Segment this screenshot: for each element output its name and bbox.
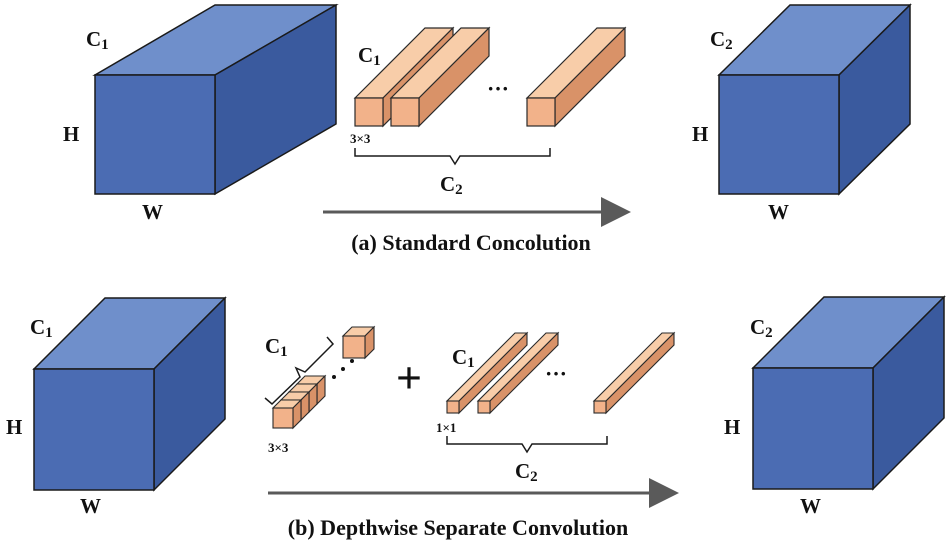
pointwise-count-label: C2 (515, 459, 538, 485)
depthwise-channel-brace (264, 336, 335, 406)
kernel-size-label-a: 3×3 (350, 131, 371, 146)
pointwise-kernel (445, 331, 529, 415)
ellipsis-dot (341, 367, 345, 371)
input-cube-b (32, 296, 227, 492)
kernel-channel-label-a: C1 (358, 43, 381, 69)
input-height-label-b: H (6, 415, 22, 439)
input-width-label-a: W (142, 200, 163, 224)
depthwise-kernel (271, 398, 303, 430)
cube-front-face (94, 74, 216, 195)
pointwise-size-label: 1×1 (436, 420, 456, 435)
kernel-bar (389, 26, 491, 128)
input-width-label-b: W (80, 494, 101, 518)
depthwise-size-label: 3×3 (268, 440, 289, 455)
pointwise-kernel (476, 331, 560, 415)
input-depth-label-a: C1 (86, 27, 109, 53)
output-height-label-b: H (724, 415, 740, 439)
output-cube-b (751, 295, 946, 491)
pointwise-count-brace (446, 436, 608, 454)
input-depth-label-b: C1 (30, 315, 53, 341)
cube-front-face (33, 368, 155, 491)
pointwise-kernel-stack (445, 331, 676, 415)
pointwise-channel-label: C1 (452, 345, 475, 371)
output-depth-label-b: C2 (750, 315, 773, 341)
cube-front-face (752, 367, 874, 490)
kernel-count-brace-a (354, 148, 551, 166)
panel-a: C1 H W C1 ··· 3×3 C2 (63, 3, 912, 255)
caption-b: (b) Depthwise Separate Convolution (288, 515, 628, 540)
output-cube-a (717, 3, 912, 196)
ellipsis-dot (350, 359, 354, 363)
depthwise-kernel-stack (271, 325, 376, 430)
kernel-stack-a (353, 26, 627, 128)
output-width-label-a: W (768, 200, 789, 224)
ellipsis-dot (332, 375, 336, 379)
output-depth-label-a: C2 (710, 27, 733, 53)
cube-front-face (718, 74, 840, 195)
pointwise-ellipsis: ··· (545, 361, 567, 386)
depthwise-kernel (341, 325, 376, 360)
kernel-ellipsis-a: ··· (487, 76, 509, 101)
depthwise-channel-label: C1 (265, 334, 288, 360)
pointwise-kernel (592, 331, 676, 415)
caption-a: (a) Standard Concolution (351, 230, 591, 255)
input-cube-a (92, 3, 339, 196)
kernel-bar (525, 26, 627, 128)
kernel-count-label-a: C2 (440, 172, 463, 198)
input-height-label-a: H (63, 122, 79, 146)
plus-sign: + (396, 352, 422, 403)
output-width-label-b: W (800, 494, 821, 518)
panel-b: C1 H W C1 (6, 295, 946, 540)
output-height-label-a: H (692, 122, 708, 146)
